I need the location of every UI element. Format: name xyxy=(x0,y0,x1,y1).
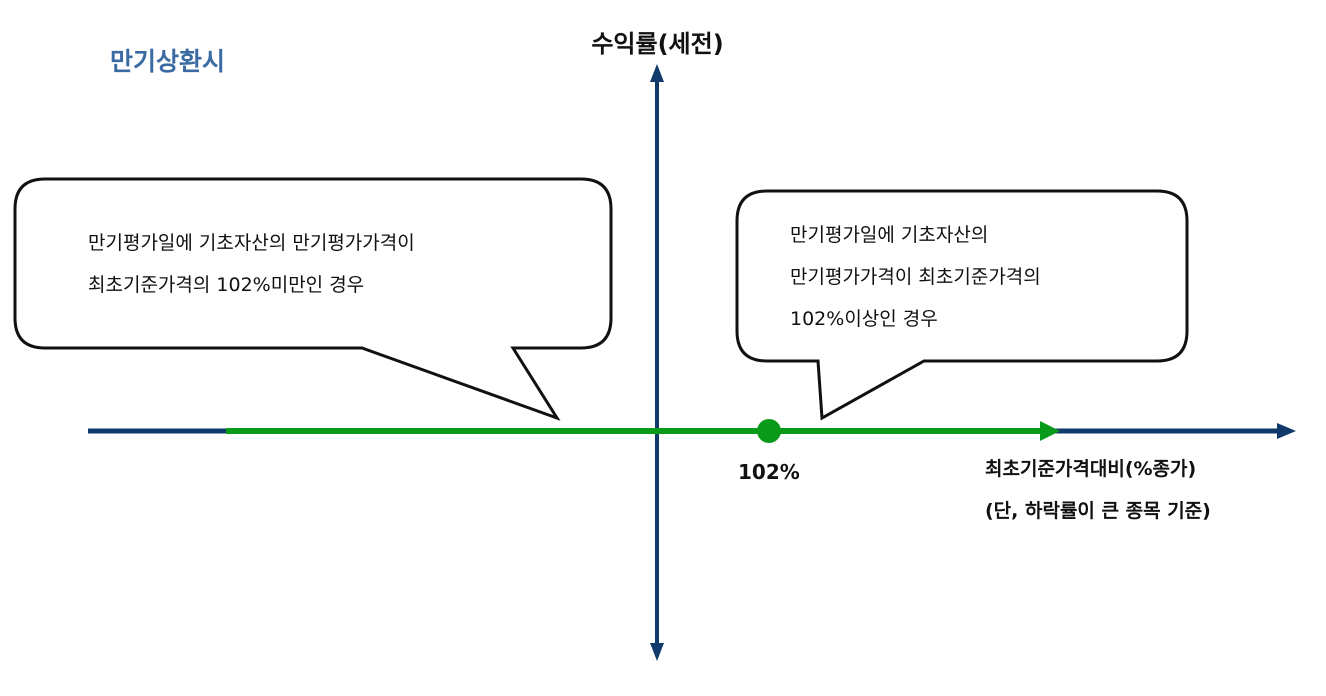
callout-line: 만기평가가격이 최초기준가격의 xyxy=(790,266,1041,288)
callout-below-text: 만기평가일에 기초자산의 만기평가가격이 최초기준가격의 102%미만인 경우 xyxy=(88,222,415,306)
payoff-arrow-icon xyxy=(1040,421,1060,441)
x-axis-label-note: (단, 하락률이 큰 종목 기준) xyxy=(985,500,1211,522)
threshold-marker xyxy=(757,419,781,443)
callout-line: 최초기준가격의 102%미만인 경우 xyxy=(88,274,365,296)
callout-line: 102%이상인 경우 xyxy=(790,308,938,330)
page-title: 만기상환시 xyxy=(110,47,226,76)
callout-line: 만기평가일에 기초자산의 만기평가가격이 xyxy=(88,232,415,254)
y-axis-arrow-down-icon xyxy=(650,643,664,661)
threshold-label: 102% xyxy=(738,460,800,484)
x-axis-arrow-icon xyxy=(1277,423,1296,439)
callout-above-text: 만기평가일에 기초자산의 만기평가가격이 최초기준가격의 102%이상인 경우 xyxy=(790,214,1041,340)
y-axis-label: 수익률(세전) xyxy=(591,30,724,58)
callout-below-bubble xyxy=(13,177,613,421)
callout-line: 만기평가일에 기초자산의 xyxy=(790,224,989,246)
y-axis-arrow-up-icon xyxy=(650,64,664,82)
x-axis-label-line: 최초기준가격대비(%종가) xyxy=(985,458,1197,480)
x-axis-label: 최초기준가격대비(%종가) (단, 하락률이 큰 종목 기준) xyxy=(985,448,1211,532)
callout-above-bubble xyxy=(735,189,1189,421)
